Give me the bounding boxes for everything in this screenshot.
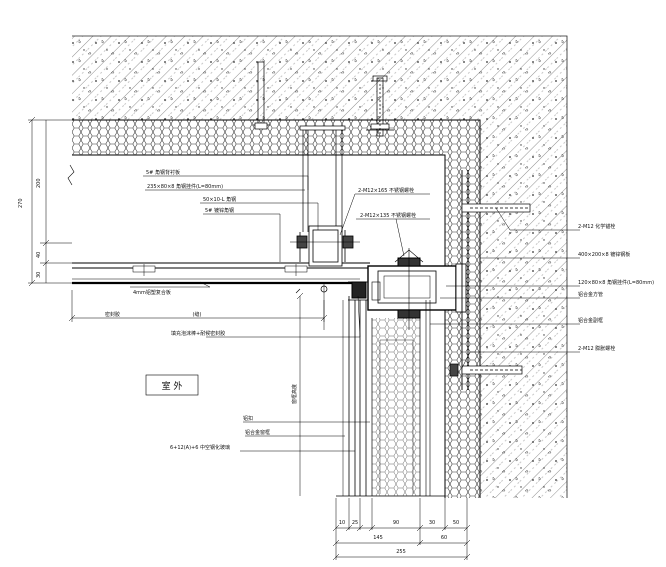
label-chem-anchor: 2-M12 化学锚栓 (578, 223, 615, 230)
dim-total-left: 270 (18, 198, 24, 208)
label-angle-120: 120×80×8 角钢挂件(L=80mm) (578, 279, 654, 286)
label-bolt-135: 2-M12×135 不锈钢螺栓 (360, 212, 416, 219)
dim-bot-left: 30 (36, 272, 42, 278)
dim-top-left: 200 (36, 178, 42, 188)
concrete-slab (72, 35, 568, 498)
dim-b25: 25 (352, 520, 358, 526)
label-alu-clip: 铝扣 (243, 415, 253, 422)
dim-b90: 90 (393, 520, 399, 526)
bottom-dimensions (332, 498, 471, 561)
break-line (67, 164, 75, 186)
slab-anchors (253, 61, 394, 137)
label-steel-plate: 400×200×8 镀锌钢板 (578, 251, 630, 258)
label-expansion-bolt: 2-M12 膨胀螺栓 (578, 345, 615, 352)
room-label: 室 外 (162, 380, 183, 392)
leader-lines (130, 175, 580, 452)
label-angle-50: 50×10-L 角钢 (203, 196, 236, 203)
room-box (145, 374, 199, 396)
dim-b145: 145 (373, 535, 383, 541)
left-connector (290, 225, 360, 267)
label-alu-tube: 铝合金方管 (578, 291, 603, 298)
label-backing: 5# 角钢背衬板 (146, 169, 180, 176)
label-sealant: 密封胶 (105, 311, 120, 318)
label-galv-angle: 5# 镀锌角钢 (205, 207, 234, 214)
label-glass: 6+12(A)+6 中空钢化玻璃 (170, 444, 230, 451)
dim-b30: 30 (429, 520, 435, 526)
label-acp: 4mm铝塑复合板 (133, 289, 171, 296)
dim-vertical: 窗框高度 (291, 384, 298, 404)
label-bolt-165: 2-M12×165 不锈钢螺栓 (358, 187, 414, 194)
label-alu-subframe: 铝合金副框 (578, 317, 603, 324)
dim-b10: 10 (339, 520, 345, 526)
label-window-frame: 铝合金窗框 (245, 429, 270, 436)
vertical-hangers (299, 125, 346, 232)
soffit-dimension (68, 290, 328, 322)
left-dimensions (28, 116, 72, 287)
vertical-dimension (296, 292, 304, 496)
dim-mid-left: 40 (36, 252, 42, 258)
insulation-layer (72, 119, 481, 498)
dim-gap: (缝) (193, 311, 202, 318)
label-foam-rod: 填充泡沫棒+耐候密封胶 (171, 330, 225, 337)
dim-btotal: 255 (396, 549, 406, 555)
dim-b60: 60 (441, 535, 447, 541)
label-angle-hanger: 235×80×8 角钢挂件(L=80mm) (147, 183, 223, 190)
dim-b50: 50 (453, 520, 459, 526)
